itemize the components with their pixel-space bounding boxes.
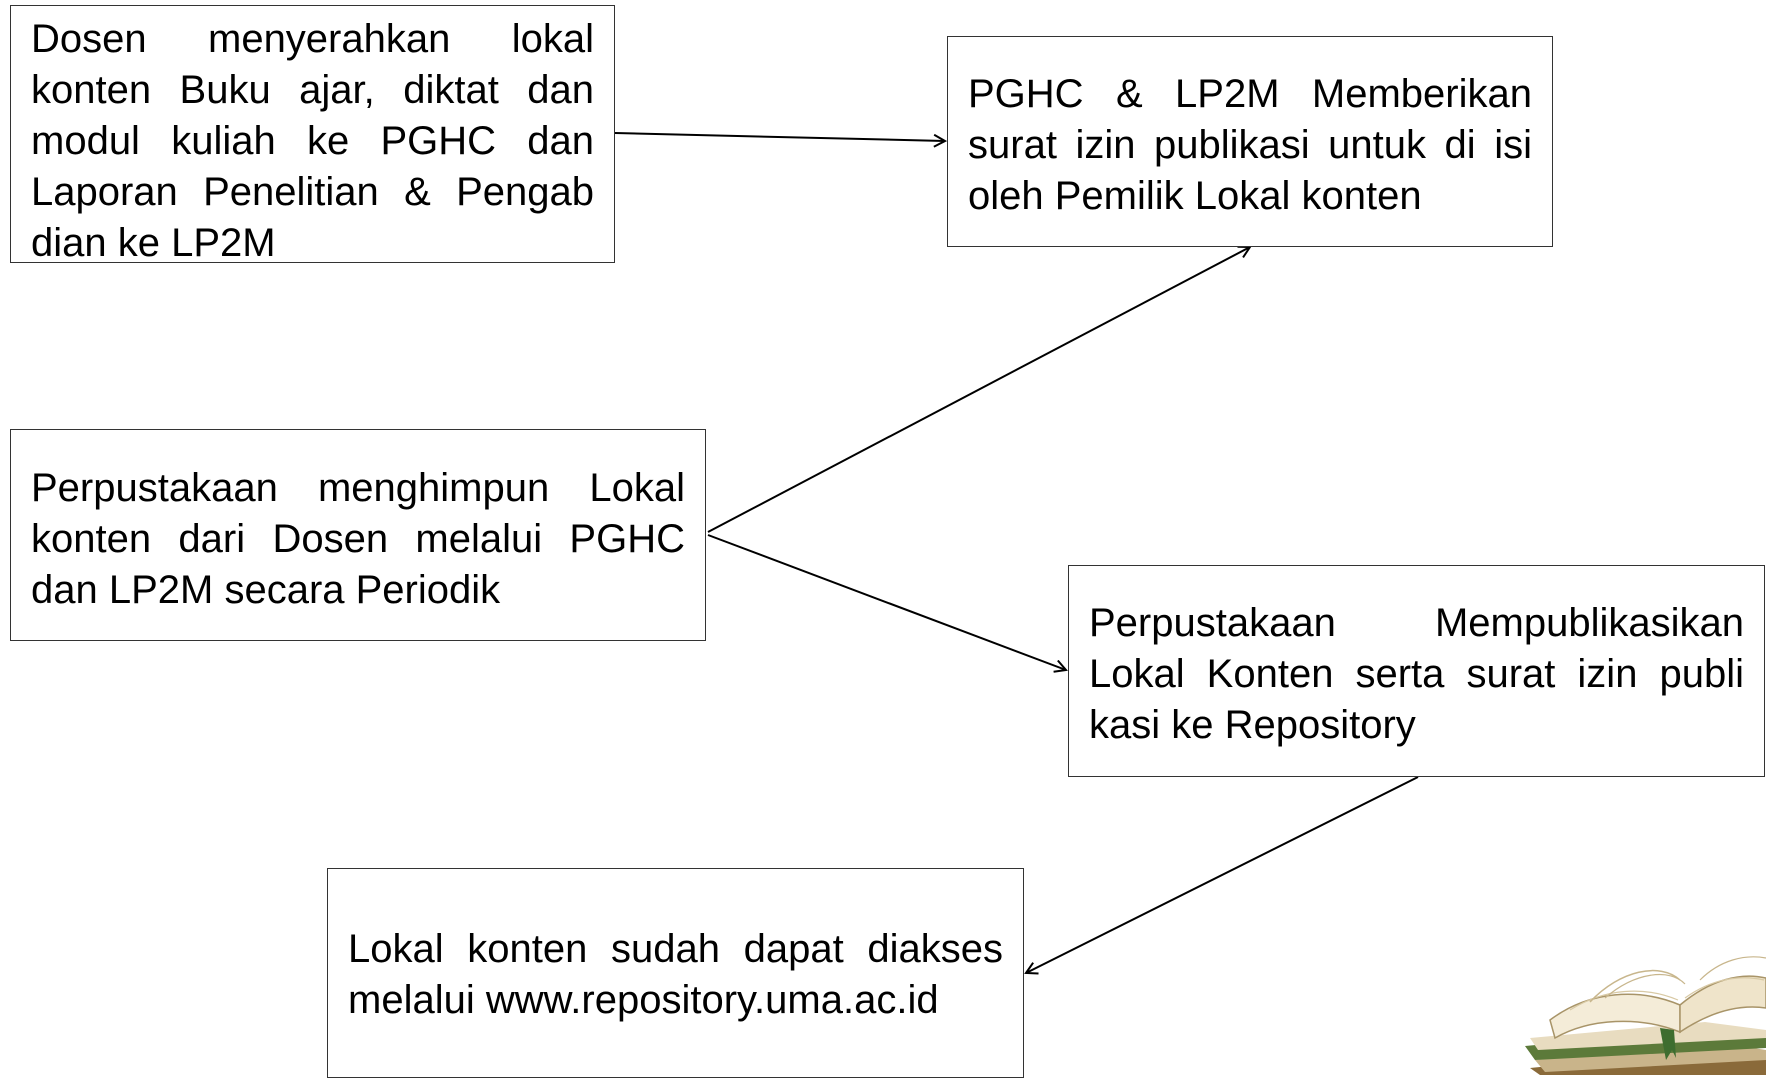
arrow-perpus-to-pghc <box>707 247 1250 533</box>
node-pghc-permission: PGHC & LP2M Memberikan surat izin publik… <box>947 36 1553 247</box>
node-library-collect: Perpustakaan menghimpun Lokal konten dar… <box>10 429 706 641</box>
arrow-publish-to-akses <box>1026 776 1419 973</box>
node-akses-text: Lokal konten sudah dapat diakses melalui… <box>348 927 1003 1022</box>
node-perpus-text: Perpustakaan menghimpun Lokal konten dar… <box>31 466 685 612</box>
open-book-icon <box>1525 956 1766 1075</box>
node-pghc-text: PGHC & LP2M Memberikan surat izin publik… <box>968 72 1532 218</box>
arrow-perpus-to-publish <box>707 534 1066 670</box>
node-dosen-submit: Dosen menyerahkan lokal konten Buku ajar… <box>10 5 615 265</box>
node-access-repository: Lokal konten sudah dapat diakses melalui… <box>327 868 1024 1078</box>
arrow-dosen-to-pghc <box>614 132 945 141</box>
node-library-publish: Perpustakaan Mempublikasikan Lokal Konte… <box>1068 565 1765 777</box>
node-publish-text: Perpustakaan Mempublikasikan Lokal Konte… <box>1089 601 1744 747</box>
node-dosen-text: Dosen menyerahkan lokal konten Buku ajar… <box>31 17 594 265</box>
